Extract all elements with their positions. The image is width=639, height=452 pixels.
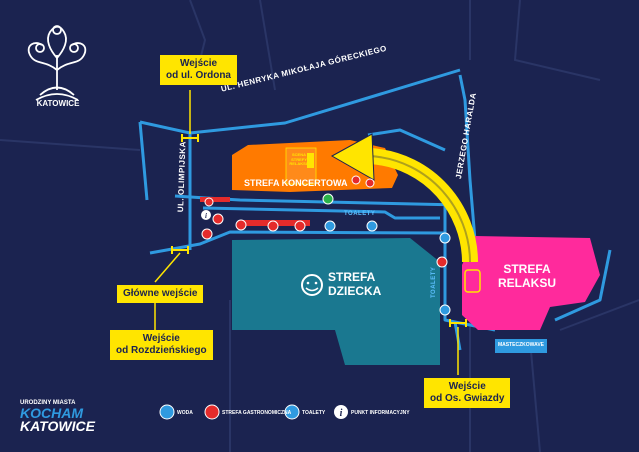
zone-relaksu-line2: RELAKSU: [497, 275, 556, 290]
brand-line1: URODZINY MIASTA: [20, 400, 76, 406]
svg-text:i: i: [205, 212, 207, 220]
katowice-logo-icon: [27, 25, 87, 101]
legend-icons: i: [159, 404, 348, 420]
toilet-icons: [322, 193, 451, 316]
gastro-icon: [436, 256, 448, 268]
svg-text:i: i: [340, 408, 343, 419]
zone-dziecka-line1: STREFA: [328, 270, 376, 284]
legend-info: PUNKT INFORMACYJNY: [351, 410, 410, 416]
gastro-icon: [351, 175, 361, 185]
gastro-icon: [267, 220, 279, 232]
stage-marker: [307, 153, 314, 168]
brand-line3: KATOWICE: [20, 417, 95, 434]
gastro-icon: [204, 404, 220, 420]
logo-text: KATOWICE: [36, 99, 80, 108]
callout-connectors: [154, 90, 459, 375]
direction-arrow: [330, 133, 478, 263]
masteczko-box[interactable]: [495, 339, 547, 353]
stage-label-line1: SCENA: [291, 152, 306, 157]
brand-line2: KOCHAM: [20, 404, 83, 421]
entrance-rozdzienski-line1: Wejście: [142, 333, 180, 344]
gastro-icon: [235, 219, 247, 231]
gastro-row: i: [200, 175, 448, 268]
zone-relaksu-label: STREFA RELAKSU: [492, 262, 562, 291]
zone-dziecka-line2: DZIECKA: [328, 283, 382, 298]
zone-dziecka-label: STREFA DZIECKA: [328, 270, 382, 299]
stage-label-line3: RELAKSU: [289, 161, 309, 167]
gastro-icon: [212, 213, 224, 225]
entrance-gwiazdy-line1: Wejście: [448, 381, 486, 392]
zone-relaksu-line1: STREFA: [503, 262, 551, 276]
gastro-icon: [294, 220, 306, 232]
zone-dziecka[interactable]: [232, 238, 440, 365]
toilets-label-side: TOALETY: [431, 266, 437, 298]
gate-markers: [171, 134, 467, 327]
gastro-icon: [201, 228, 213, 240]
relaksu-stage: [464, 269, 481, 293]
entrance-gwiazdy-line2: od Os. Gwiazdy: [430, 393, 505, 404]
smiley-icon: [301, 274, 323, 296]
zone-koncertowa-label: STREFA KONCERTOWA: [244, 178, 348, 188]
gastro-icon: [365, 178, 375, 188]
entrance-rozdzienski-line2: od Rozdzieńskiego: [116, 345, 207, 356]
toilets-label-top: TOALETY: [344, 211, 376, 217]
toilet-icon: [439, 232, 451, 244]
zone-relaksu[interactable]: [462, 236, 600, 330]
entrance-rozdzienski-callout[interactable]: Wejście od Rozdzieńskiego: [110, 330, 213, 360]
water-icon: [322, 193, 334, 205]
info-icon: [334, 405, 348, 419]
toilet-icon: [284, 404, 300, 420]
entrance-gwiazdy-callout[interactable]: Wejście od Os. Gwiazdy: [424, 378, 511, 408]
water-icon: [159, 404, 175, 420]
toilet-icon: [439, 304, 451, 316]
entrance-ordona-line1: Wejście: [179, 58, 218, 69]
entrance-main-callout[interactable]: Główne wejście: [117, 285, 204, 303]
toilet-icon: [324, 220, 336, 232]
entrance-main-line1: Główne wejście: [123, 288, 198, 299]
entrance-ordona-line2: od ul. Ordona: [166, 70, 231, 81]
entrance-ordona-callout[interactable]: Wejście od ul. Ordona: [160, 55, 237, 85]
gastro-icon: [204, 197, 214, 207]
masteczko-label: MASTECZKOWAVE: [497, 342, 545, 348]
stage-label-line2: STREFY: [291, 156, 307, 162]
brand-block: URODZINY MIASTA KOCHAM KATOWICE: [20, 400, 95, 433]
info-icon: [201, 210, 211, 220]
toilet-icon: [366, 220, 378, 232]
legend-woda: WODA: [177, 410, 193, 416]
legend-gastro: STREFA GASTRONOMICZNA: [222, 410, 292, 416]
legend-toalety: TOALETY: [302, 410, 326, 416]
stage-label: SCENA STREFY RELAKSU: [286, 152, 312, 167]
